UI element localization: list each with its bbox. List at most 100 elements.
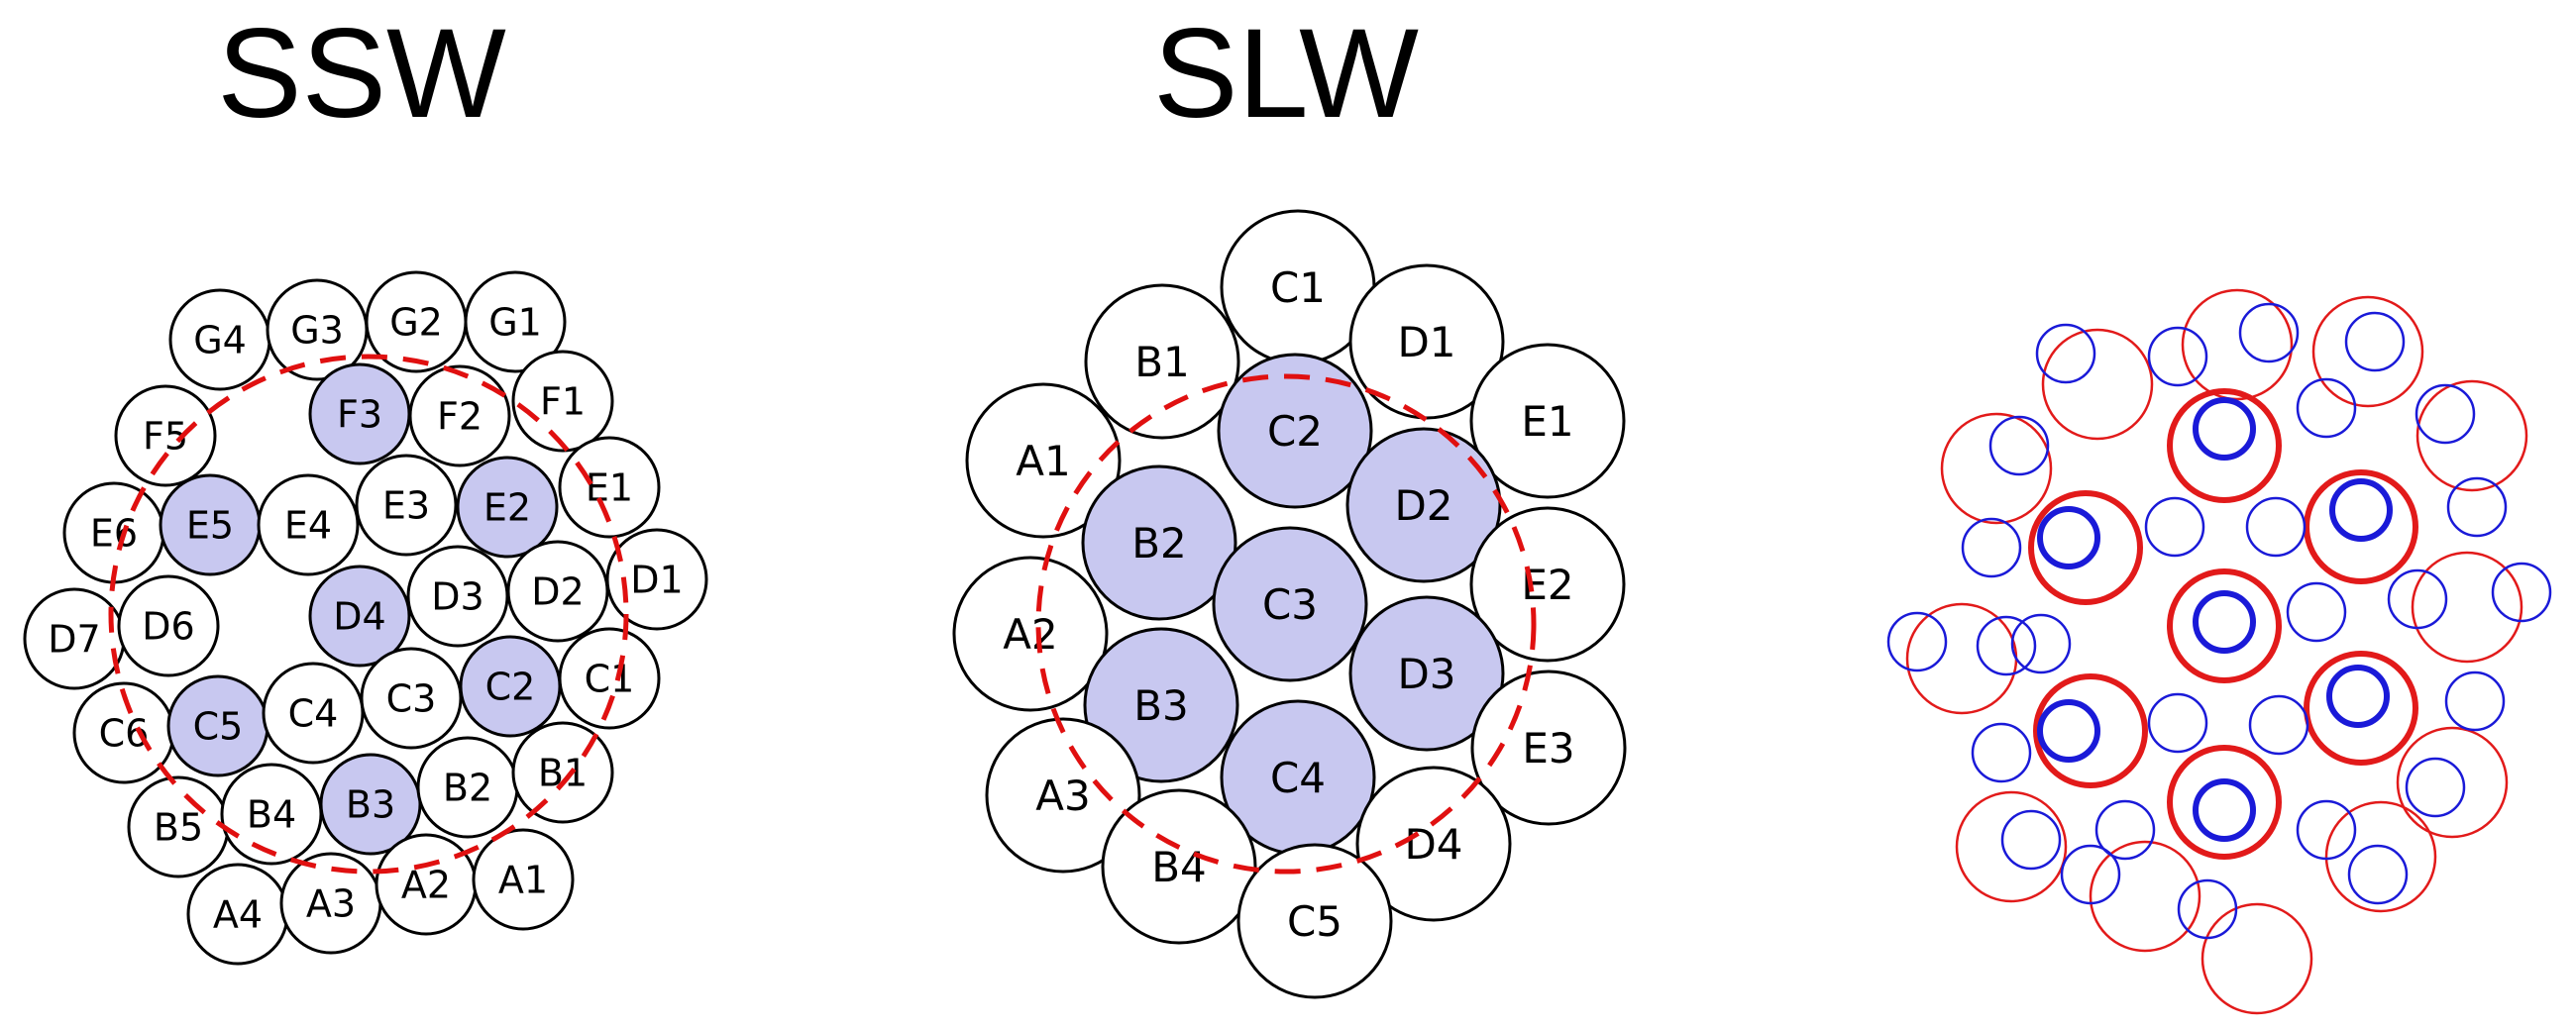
ssw-detector-e2 [456,456,559,559]
slw-beam-ring-bold [2304,469,2418,584]
ssw-beam-ring [2296,377,2357,439]
ssw-detector-label: B5 [154,806,203,850]
slw-beam-ring [2041,328,2154,441]
slw-detector-e1 [1469,343,1626,499]
ssw-detector-label: E5 [186,504,234,548]
ssw-beam-ring [1886,611,1948,672]
ssw-beam-ring-bold [2193,590,2256,654]
slw-detector-label: C5 [1287,897,1342,946]
ssw-detector-label: D2 [531,570,584,614]
slw-detector-label: E1 [1521,397,1573,446]
slw-beam-ring [2200,902,2313,1015]
ssw-beam-ring [2177,878,2238,940]
ssw-fov-dashed-circle [108,354,629,875]
ssw-detector-label: E2 [483,486,531,530]
slw-detector-d4 [1355,766,1512,922]
ssw-beam-ring-bold [2329,478,2393,542]
ssw-beam-ring [2000,809,2062,871]
ssw-beam-ring-bold [2326,665,2390,728]
slw-detector-c2 [1217,353,1373,509]
ssw-detector-g1 [464,270,567,373]
slw-beam-ring-bold [2033,673,2148,788]
ssw-detector-e4 [257,473,360,576]
slw-beam-ring [2396,726,2509,839]
slw-detector-b2 [1081,464,1237,621]
slw-detector-label: B2 [1131,519,1187,567]
ssw-detector-label: D4 [333,595,385,639]
slw-beam-ring-bold [2167,388,2282,503]
ssw-detector-c1 [558,627,661,730]
ssw-detector-e3 [355,454,458,557]
ssw-detector-label: C5 [193,705,244,749]
slw-beam-ring-bold [2304,651,2418,766]
ssw-beam-ring [1971,722,2032,783]
ssw-detector-label: F3 [337,393,382,437]
slw-detector-label: C4 [1270,754,1326,802]
slw-detector-b4 [1101,788,1257,945]
ssw-detector-label: G1 [488,301,542,345]
ssw-beam-ring [2405,757,2466,818]
slw-detector-label: D1 [1397,318,1455,366]
ssw-beam-ring [2010,613,2072,674]
slw-detector-e3 [1470,670,1627,826]
ssw-beam-ring [2387,568,2448,630]
ssw-beam-ring [2286,581,2347,643]
ssw-beam-ring [1961,517,2022,578]
slw-beam-ring [1940,412,2053,525]
ssw-detector-label: C3 [386,677,437,721]
ssw-beam-ring [2245,496,2307,558]
ssw-detector-label: E6 [90,512,138,556]
ssw-detector-label: G2 [389,301,443,345]
ssw-beam-ring [2446,476,2508,538]
slw-beam-ring [2181,288,2294,401]
ssw-detector-label: F2 [437,395,483,439]
ssw-detector-label: A4 [213,893,263,937]
slw-detector-b1 [1084,283,1240,440]
slw-detector-b3 [1083,627,1239,783]
ssw-beam-ring [2144,496,2205,558]
slw-detector-label: B1 [1134,338,1190,386]
ssw-detector-d6 [117,574,220,677]
slw-beam-ring [2415,379,2528,492]
ssw-detector-label: A1 [498,859,548,902]
slw-detector-a2 [952,556,1109,712]
slw-detector-label: D3 [1397,650,1455,698]
ssw-beam-ring [2035,323,2096,384]
slw-detector-c5 [1236,843,1393,999]
slw-detector-label: D4 [1404,820,1462,869]
ssw-beam-ring-bold [2037,506,2100,569]
slw-detector-label: E3 [1522,724,1574,773]
ssw-beam-ring [2238,302,2300,363]
ssw-detector-label: C1 [585,658,635,701]
ssw-beam-ring [2415,383,2476,445]
ssw-beam-ring-bold [2193,397,2256,461]
ssw-detector-label: D1 [630,559,683,602]
ssw-detector-label: E3 [382,484,430,528]
ssw-beam-ring [2347,844,2409,905]
ssw-detector-label: B3 [346,783,395,827]
ssw-detector-label: F1 [540,380,586,424]
slw-detector-c3 [1212,526,1368,682]
ssw-beam-ring [2444,670,2506,732]
slw-detector-label: C2 [1267,407,1323,456]
ssw-detector-label: G4 [193,319,247,362]
slw-beam-ring [2324,800,2437,913]
slw-title: SLW [1153,3,1419,145]
ssw-beam-ring [2248,694,2309,756]
ssw-detector-label: G3 [290,309,344,353]
ssw-detector-a1 [472,828,575,931]
ssw-detector-label: B4 [247,793,296,837]
slw-detector-label: B3 [1133,681,1189,730]
ssw-detector-label: E4 [284,504,332,548]
ssw-beam-ring [2060,844,2121,905]
slw-beam-ring [1955,790,2068,903]
ssw-detector-label: C2 [485,666,536,709]
ssw-beam-ring [2094,799,2156,861]
ssw-detector-d4 [308,565,411,668]
ssw-title: SSW [217,3,506,145]
slw-detector-label: A3 [1035,772,1090,820]
ssw-detector-e1 [558,436,661,539]
ssw-detector-label: E1 [586,466,633,510]
